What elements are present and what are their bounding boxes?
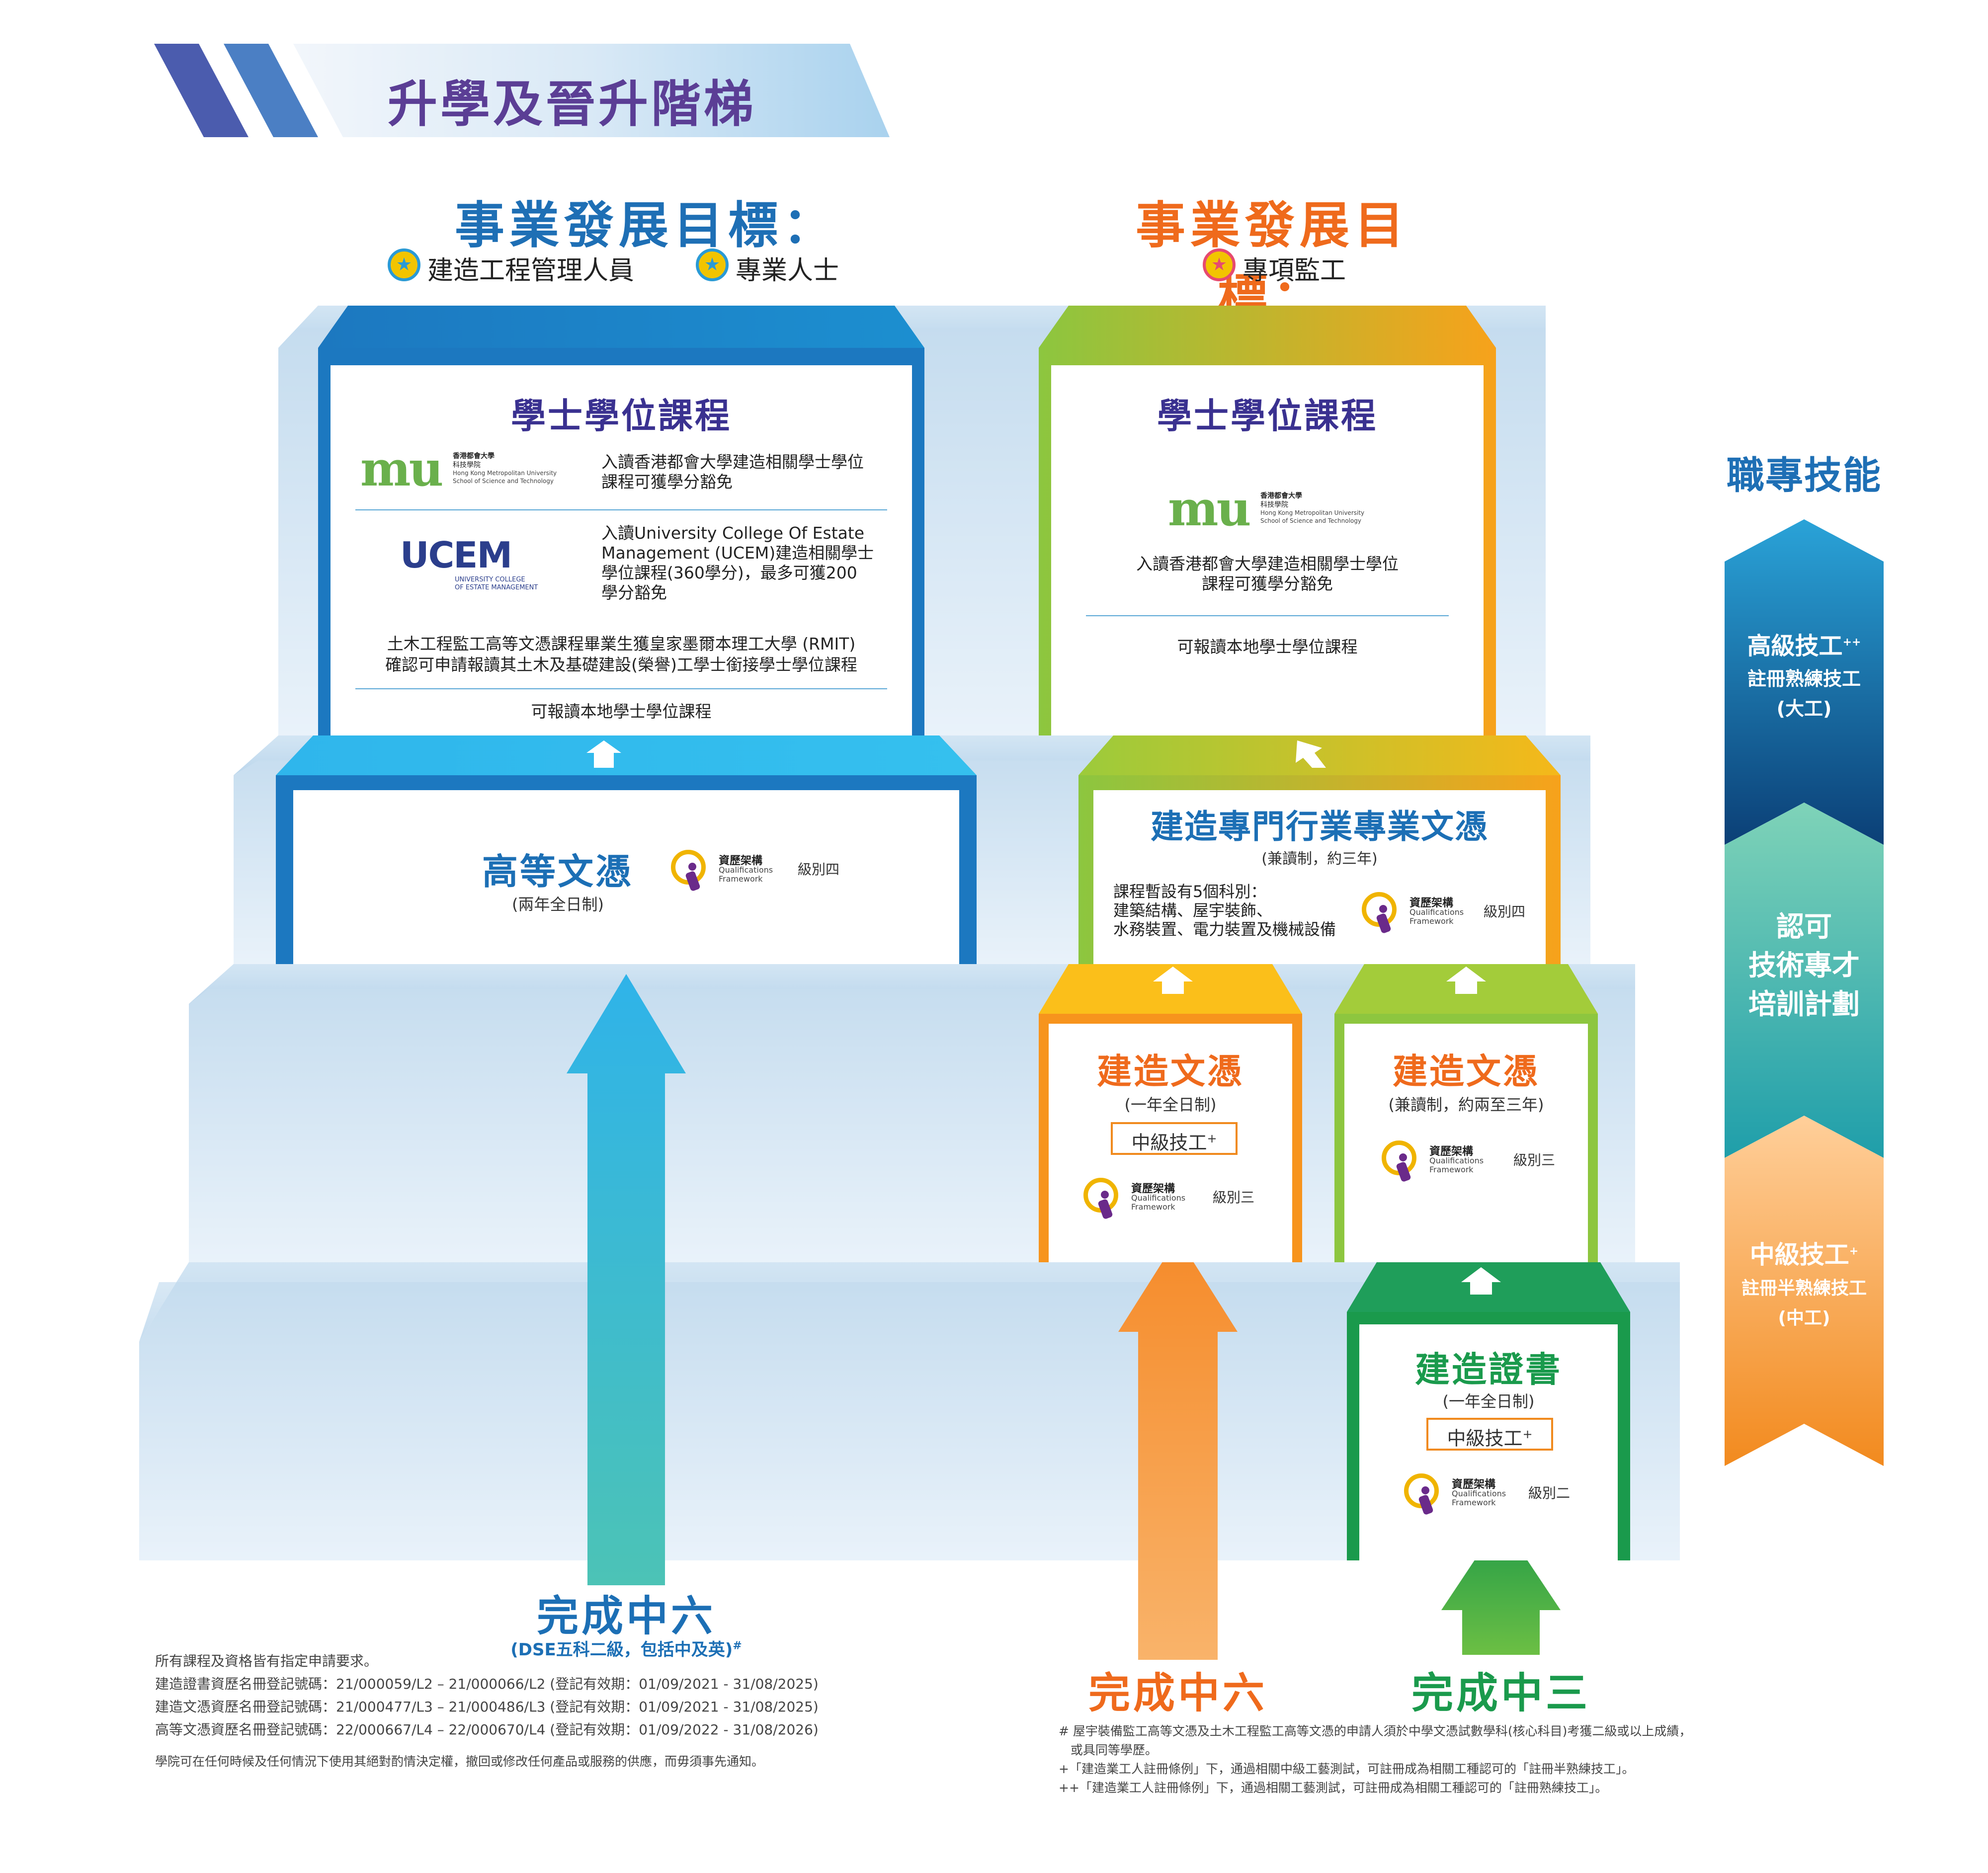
separator xyxy=(355,688,887,689)
award-medal-icon: ★ xyxy=(388,248,420,281)
higher-diploma-title: 高等文憑 xyxy=(482,851,634,893)
skills-top-chevron: 高級技工++ 註冊熟練技工 (大工) xyxy=(1747,632,1861,720)
professional-diploma-desc: 課程暫設有5個科別： 建築結構、屋宇裝飾、 水務裝置、電力裝置及機械設備 xyxy=(1113,882,1336,939)
left-goal-title: 事業發展目標： xyxy=(455,196,837,254)
professional-diploma-title: 建造專門行業專業文憑 xyxy=(1151,808,1489,846)
ucem-logo: UCEM UNIVERSITY COLLEGE OF ESTATE MANAGE… xyxy=(400,534,538,591)
ucem-text: 入讀University College Of Estate Managemen… xyxy=(601,523,874,602)
higher-diploma-sub: (兩年全日制) xyxy=(512,895,604,914)
certificate-title: 建造證書 xyxy=(1415,1349,1562,1390)
diploma-fulltime-sub: (一年全日制) xyxy=(1124,1095,1217,1114)
diploma-fulltime-title: 建造文憑 xyxy=(1097,1051,1244,1092)
mu-logo: mu 香港都會大學 科技學院 Hong Kong Metropolitan Un… xyxy=(360,441,557,497)
award-medal-icon: ★ xyxy=(696,248,729,281)
entry-f3-title: 完成中三 xyxy=(1411,1669,1590,1717)
mu-text: 入讀香港都會大學建造相關學士學位 課程可獲學分豁免 xyxy=(1136,554,1399,593)
skills-title: 職專技能 xyxy=(1727,453,1882,497)
footnotes-left: 所有課程及資格皆有指定申請要求。 建造證書資歷名冊登記號碼：21/000059/… xyxy=(155,1653,819,1769)
separator xyxy=(355,509,887,510)
skills-bottom-chevron: 中級技工+ 註冊半熟練技工 (中工) xyxy=(1741,1240,1867,1328)
banner-title: 升學及晉升階梯 xyxy=(388,75,756,133)
certificate-sub: (一年全日制) xyxy=(1442,1392,1535,1411)
separator xyxy=(1086,615,1449,616)
right-degree-card: 學士學位課程 mu 香港都會大學 科技學院 Hong Kong Metropol… xyxy=(1051,365,1484,735)
left-local-degree-text: 可報讀本地學士學位課程 xyxy=(531,702,712,721)
rmit-text: 土木工程監工高等文憑課程畢業生獲皇家墨爾本理工大學 (RMIT) 確認可申請報讀… xyxy=(385,634,857,674)
entry-f6-left-sub: (DSE五科二級，包括中及英)# xyxy=(510,1639,742,1660)
mu-logo: mu 香港都會大學 科技學院 Hong Kong Metropolitan Un… xyxy=(1168,481,1365,537)
mu-text: 入讀香港都會大學建造相關學士學位 課程可獲學分豁免 xyxy=(601,452,864,491)
intermediate-tradesman-badge: 中級技工+ xyxy=(1111,1122,1238,1155)
banner-graphic xyxy=(154,44,890,137)
left-degree-title: 學士學位課程 xyxy=(511,396,732,436)
award-medal-icon: ★ xyxy=(1203,248,1236,281)
footnotes-right: # 屋宇裝備監工高等文憑及土木工程監工高等文憑的申請人須於中學文憑試數學科(核心… xyxy=(1059,1724,1692,1795)
intermediate-tradesman-badge: 中級技工+ xyxy=(1426,1418,1553,1451)
diploma-parttime-title: 建造文憑 xyxy=(1393,1051,1540,1092)
banner: 升學及晉升階梯 xyxy=(154,44,890,137)
right-degree-title: 學士學位課程 xyxy=(1157,396,1378,436)
diploma-parttime-sub: (兼讀制，約兩至三年) xyxy=(1388,1095,1544,1114)
left-degree-card: 學士學位課程 mu 香港都會大學 科技學院 Hong Kong Metropol… xyxy=(331,365,912,735)
skills-mid-chevron: 認可 技術專才 培訓計劃 xyxy=(1748,911,1860,1021)
right-local-degree-text: 可報讀本地學士學位課程 xyxy=(1177,637,1358,656)
right-goal-title: 事業發展目標： xyxy=(1136,196,1409,326)
entry-f6-right-title: 完成中六 xyxy=(1088,1669,1267,1717)
professional-diploma-card: 建造專門行業專業文憑 (兼讀制，約三年) 課程暫設有5個科別： 建築結構、屋宇裝… xyxy=(1093,790,1546,964)
entry-f6-left-title: 完成中六 xyxy=(536,1592,716,1640)
professional-diploma-sub: (兼讀制，約三年) xyxy=(1261,850,1378,868)
